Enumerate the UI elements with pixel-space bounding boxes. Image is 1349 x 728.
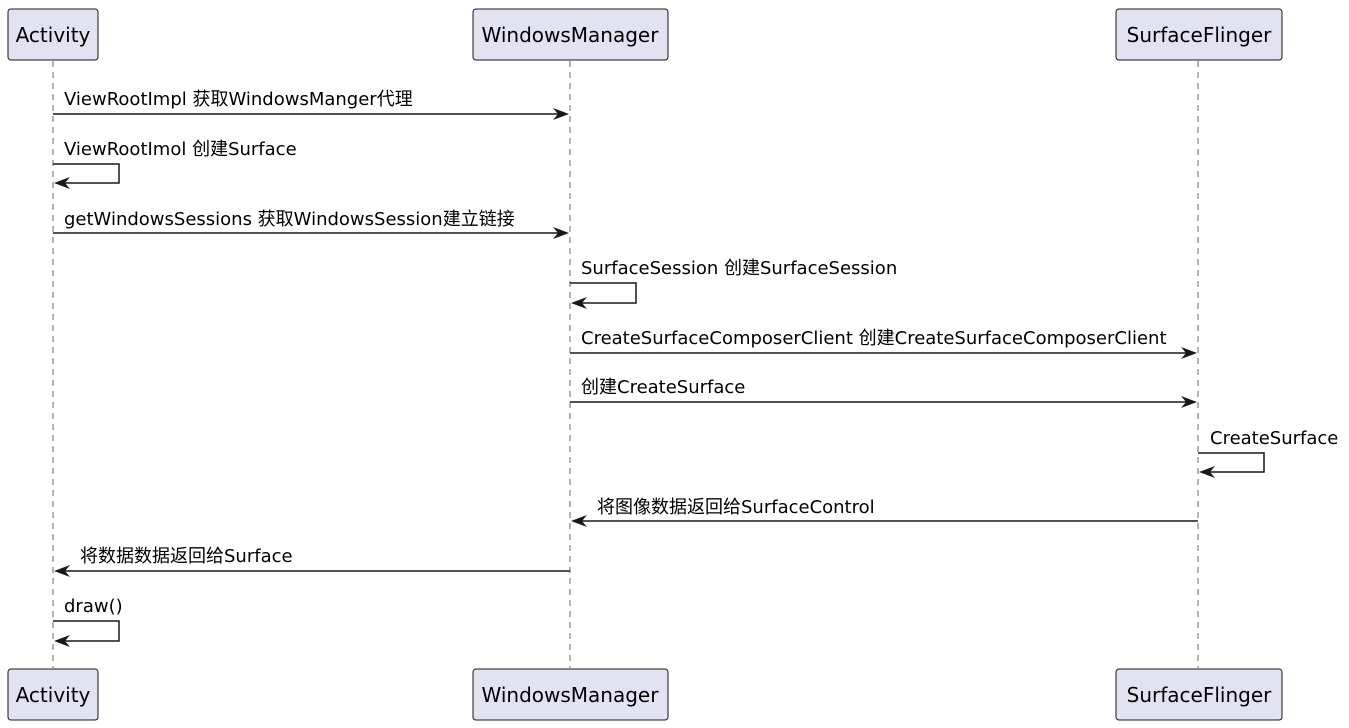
participant-label: WindowsManager: [482, 683, 660, 707]
message-3: getWindowsSessions 获取WindowsSession建立链接: [53, 209, 569, 239]
message-8: 将图像数据返回给SurfaceControl: [571, 497, 1198, 527]
message-2: ViewRootImol 创建Surface: [53, 139, 297, 189]
message-label: getWindowsSessions 获取WindowsSession建立链接: [64, 209, 515, 230]
participant-surfaceflinger-top: SurfaceFlinger: [1115, 8, 1283, 61]
participant-label: SurfaceFlinger: [1127, 23, 1272, 47]
message-label: draw(): [64, 596, 123, 617]
message-1: ViewRootImpl 获取WindowsManger代理: [53, 89, 569, 120]
participant-activity-bottom: Activity: [7, 668, 99, 721]
participant-surfaceflinger-bottom: SurfaceFlinger: [1115, 668, 1283, 721]
message-label: 将数据数据返回给Surface: [80, 546, 293, 567]
message-label: CreateSurface: [1210, 428, 1338, 449]
participant-windowsmanager-bottom: WindowsManager: [472, 668, 669, 721]
message-6: 创建CreateSurface: [570, 377, 1197, 408]
message-9: 将数据数据返回给Surface: [54, 546, 570, 577]
message-label: ViewRootImol 创建Surface: [64, 139, 297, 160]
participant-activity-top: Activity: [7, 8, 99, 61]
message-7: CreateSurface: [1198, 428, 1338, 478]
message-4: SurfaceSession 创建SurfaceSession: [570, 258, 897, 309]
participant-windowsmanager-top: WindowsManager: [472, 8, 669, 61]
message-label: CreateSurfaceComposerClient 创建CreateSurf…: [581, 328, 1167, 349]
message-label: 将图像数据返回给SurfaceControl: [597, 497, 875, 518]
participant-label: Activity: [16, 23, 91, 47]
message-5: CreateSurfaceComposerClient 创建CreateSurf…: [570, 328, 1197, 359]
participant-label: SurfaceFlinger: [1127, 683, 1272, 707]
message-10: draw(): [53, 596, 123, 647]
message-label: 创建CreateSurface: [581, 377, 745, 398]
message-label: SurfaceSession 创建SurfaceSession: [581, 258, 897, 279]
participant-label: Activity: [16, 683, 91, 707]
participant-label: WindowsManager: [482, 23, 660, 47]
message-label: ViewRootImpl 获取WindowsManger代理: [64, 89, 413, 110]
